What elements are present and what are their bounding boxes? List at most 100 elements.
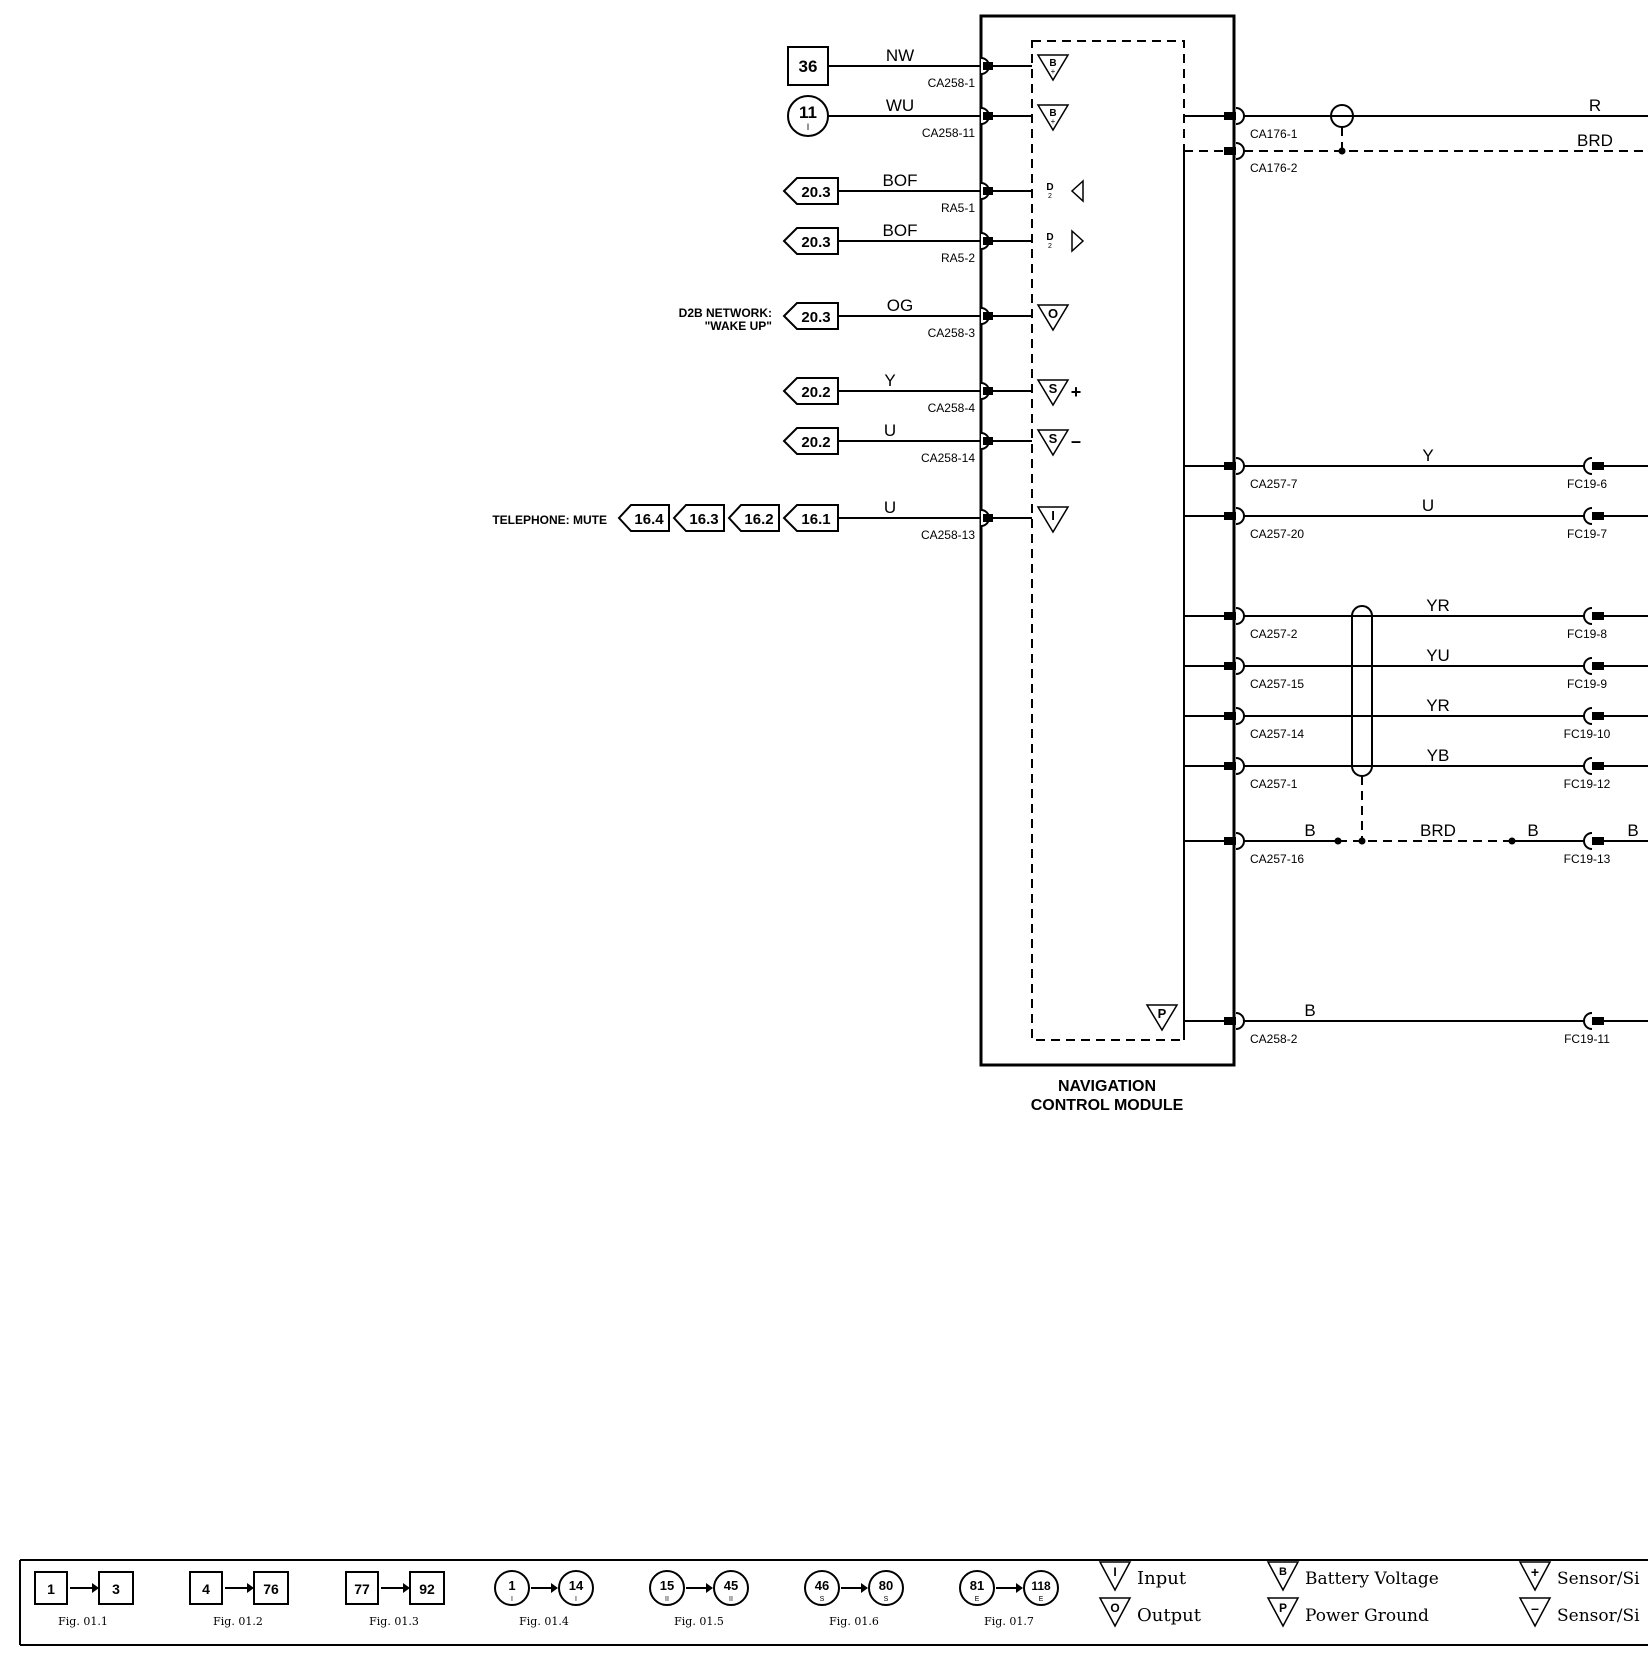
left-connection-telephone-mute: TELEPHONE: MUTE 16.4 16.3 16.2 16.1 U CA… xyxy=(492,498,1070,542)
legend-range-fig-01-2: 4 76 Fig. 01.2 xyxy=(189,1571,289,1628)
svg-text:O: O xyxy=(1110,1601,1119,1615)
reference-arrow[interactable] xyxy=(782,427,839,455)
wire-color: U xyxy=(884,498,896,517)
svg-text:E: E xyxy=(1039,1596,1044,1603)
pin-label: CA258-14 xyxy=(921,451,975,465)
svg-text:I: I xyxy=(1051,508,1055,523)
network-note-line2: "WAKE UP" xyxy=(705,319,772,333)
sensor-minus-icon xyxy=(1518,1597,1552,1628)
svg-text:B: B xyxy=(1049,58,1056,69)
legend-range-fig-01-5: 15 II 45 II Fig. 01.5 xyxy=(649,1570,749,1628)
pin-label: CA257-1 xyxy=(1250,777,1298,791)
left-connection-bof-1: 20.3 BOF RA5-1 D 2 xyxy=(782,171,1084,215)
svg-text:II: II xyxy=(729,1596,733,1603)
svg-text:Battery Voltage: Battery Voltage xyxy=(1305,1569,1439,1589)
wire-color: YB xyxy=(1427,746,1450,765)
far-pin-label: FC19-8 xyxy=(1567,627,1607,641)
pin-label: CA257-14 xyxy=(1250,727,1304,741)
far-pin-label: FC19-13 xyxy=(1564,852,1611,866)
wire-color: B xyxy=(1304,1001,1315,1020)
reference-arrow[interactable] xyxy=(782,302,839,330)
right-connection-ca257-2: CA257-2 YR FC19-8 xyxy=(1184,596,1648,641)
svg-text:B: B xyxy=(1049,108,1056,119)
svg-text:2: 2 xyxy=(1048,193,1052,200)
legend-range-fig-01-4: 1 I 14 I Fig. 01.4 xyxy=(494,1570,594,1628)
svg-text:20.3: 20.3 xyxy=(801,309,830,326)
power-ground-symbol xyxy=(1145,1004,1179,1032)
pin-label: CA176-1 xyxy=(1250,127,1298,141)
pin-label: CA257-15 xyxy=(1250,677,1304,691)
sensor-plus-icon xyxy=(1518,1561,1552,1592)
svg-text:1: 1 xyxy=(508,1578,515,1593)
svg-text:16.3: 16.3 xyxy=(689,511,718,528)
battery-voltage-symbol xyxy=(1036,54,1070,82)
svg-text:46: 46 xyxy=(815,1578,829,1593)
reference-arrow[interactable] xyxy=(782,377,839,405)
left-connection-nw: 36 NW CA258-1 B + xyxy=(787,46,1070,90)
svg-text:+: + xyxy=(1071,382,1082,402)
wire-color: BOF xyxy=(883,221,918,240)
output-symbol xyxy=(1036,304,1070,332)
reference-arrow[interactable] xyxy=(782,227,839,255)
svg-text:O: O xyxy=(1048,306,1058,321)
svg-text:118: 118 xyxy=(1031,1579,1051,1593)
svg-text:92: 92 xyxy=(419,1581,435,1597)
svg-text:16.1: 16.1 xyxy=(801,511,830,528)
right-connection-ca257-16: CA257-16 B BRD B B FC19-13 xyxy=(1184,821,1648,866)
svg-text:76: 76 xyxy=(263,1581,279,1597)
reference-arrow[interactable] xyxy=(782,177,839,205)
svg-text:D: D xyxy=(1046,182,1053,193)
svg-text:–: – xyxy=(1531,1600,1539,1616)
wire-color: OG xyxy=(887,296,913,315)
reference-arrow[interactable] xyxy=(672,504,725,532)
svg-text:S: S xyxy=(884,1596,889,1603)
svg-text:4: 4 xyxy=(202,1581,210,1597)
left-connection-wu: 11 I WU CA258-11 B + xyxy=(787,95,1070,140)
pin-label: CA176-2 xyxy=(1250,161,1298,175)
wire-color: R xyxy=(1589,96,1601,115)
input-icon xyxy=(1098,1561,1132,1592)
figure-label: Fig. 01.6 xyxy=(829,1615,879,1628)
svg-text:77: 77 xyxy=(354,1581,370,1597)
legend-range-fig-01-1: 1 3 Fig. 01.1 xyxy=(34,1571,134,1628)
reference-arrow[interactable] xyxy=(782,504,839,532)
d2b-left-arrow-icon xyxy=(1070,179,1084,203)
sensor-plus-symbol xyxy=(1036,379,1070,407)
reference-arrow[interactable] xyxy=(617,504,670,532)
legend-range-fig-01-6: 46 S 80 S Fig. 01.6 xyxy=(804,1570,904,1628)
wire-color: Y xyxy=(1422,446,1433,465)
network-note-line1: D2B NETWORK: xyxy=(679,306,772,320)
screened-bundle-symbol xyxy=(1351,605,1373,777)
legend-range-fig-01-7: 81 E 118 E Fig. 01.7 xyxy=(959,1570,1059,1628)
wire-color: B xyxy=(1527,821,1538,840)
battery-voltage-symbol xyxy=(1036,104,1070,132)
wire-color: YU xyxy=(1426,646,1450,665)
reference-arrow[interactable] xyxy=(727,504,780,532)
wire-color: U xyxy=(884,421,896,440)
left-connection-y: 20.2 Y CA258-4 S + xyxy=(782,371,1082,415)
svg-text:20.2: 20.2 xyxy=(801,384,830,401)
pin-label: CA258-2 xyxy=(1250,1032,1298,1046)
pin-label: CA258-3 xyxy=(928,326,976,340)
legend-symbol-battery-voltage: B Battery Voltage xyxy=(1266,1561,1439,1592)
svg-text:I: I xyxy=(511,1596,513,1603)
left-connection-og: D2B NETWORK: "WAKE UP" 20.3 OG CA258-3 O xyxy=(679,296,1070,340)
far-pin-label: FC19-6 xyxy=(1567,477,1607,491)
far-pin-label: FC19-12 xyxy=(1564,777,1611,791)
right-connection-ca258-2: P CA258-2 B FC19-11 xyxy=(1145,1001,1648,1046)
output-icon xyxy=(1098,1597,1132,1628)
svg-text:I: I xyxy=(1113,1565,1116,1579)
svg-text:–: – xyxy=(1071,431,1081,451)
figure-label: Fig. 01.2 xyxy=(213,1615,263,1628)
svg-text:15: 15 xyxy=(660,1578,674,1593)
wire-color: NW xyxy=(886,46,914,65)
svg-text:Output: Output xyxy=(1137,1605,1202,1626)
legend-symbol-sensor-minus: – Sensor/Si xyxy=(1518,1597,1640,1628)
svg-text:Sensor/Si: Sensor/Si xyxy=(1557,1606,1640,1626)
svg-text:Power Ground: Power Ground xyxy=(1305,1606,1429,1626)
svg-text:3: 3 xyxy=(112,1581,120,1597)
wire-color: YR xyxy=(1426,596,1450,615)
right-connection-ca257-20: CA257-20 U FC19-7 xyxy=(1184,496,1648,541)
legend-symbol-sensor-plus: + Sensor/Si xyxy=(1518,1561,1640,1592)
